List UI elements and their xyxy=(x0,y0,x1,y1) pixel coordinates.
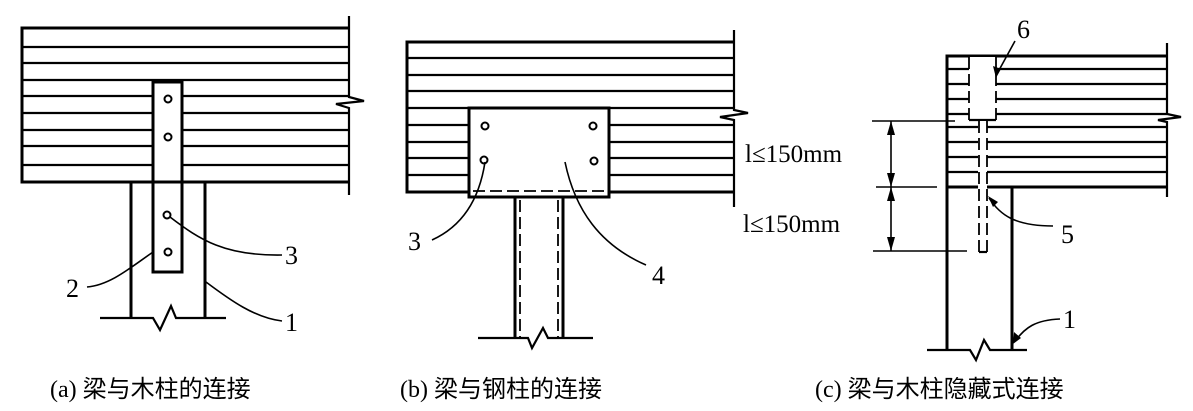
label-rod-c: 5 xyxy=(1061,220,1074,249)
arrowhead-icon xyxy=(887,121,895,135)
bolt-icon xyxy=(163,132,173,142)
panel-a: 3 2 1 (a) 梁与木柱的连接 xyxy=(20,16,365,403)
break-line-a-beam xyxy=(335,16,365,195)
socket-c xyxy=(968,57,997,122)
arrowhead-icon xyxy=(887,173,895,187)
bolt-icon xyxy=(162,210,172,220)
panel-c: l≤150mm l≤150mm 6 5 1 (c) 梁与木柱隐藏式连接 xyxy=(743,15,1182,403)
steel-plate-a xyxy=(151,80,184,274)
label-column-a: 1 xyxy=(285,308,298,337)
dowel-rod-c xyxy=(978,121,988,254)
bolt-icon xyxy=(480,121,490,131)
bolt-icon xyxy=(163,247,173,257)
bolt-icon xyxy=(479,155,489,165)
leaders-b xyxy=(431,161,647,266)
column-a xyxy=(100,182,226,333)
arrowhead-icon xyxy=(1013,332,1021,344)
steel-cap-b xyxy=(467,106,611,199)
bolt-icon xyxy=(588,121,598,131)
label-steel-cap-b: 4 xyxy=(652,261,665,290)
arrowhead-icon xyxy=(993,66,1001,78)
label-column-c: 1 xyxy=(1063,305,1076,334)
dimension-label-beam: l≤150mm xyxy=(745,141,843,168)
break-line-c-beam xyxy=(1157,43,1182,197)
leaders-c xyxy=(988,40,1061,344)
label-plate-a: 2 xyxy=(66,274,79,303)
break-line-b-beam xyxy=(719,30,749,207)
beam-a xyxy=(20,16,365,195)
arrowhead-icon xyxy=(887,237,895,251)
arrowhead-icon xyxy=(887,187,895,201)
break-line-c-column xyxy=(927,337,1027,363)
label-socket-c: 6 xyxy=(1017,15,1030,44)
label-bolt-a: 3 xyxy=(285,241,298,270)
arrowhead-icon xyxy=(988,196,998,207)
dimension-label-column: l≤150mm xyxy=(743,211,841,238)
column-c xyxy=(927,187,1027,363)
leaders-a xyxy=(86,216,283,322)
panel-b: 3 4 (b) 梁与钢柱的连接 xyxy=(400,30,749,403)
steel-column-b xyxy=(478,197,593,351)
caption-a: (a) 梁与木柱的连接 xyxy=(50,376,251,403)
caption-b: (b) 梁与钢柱的连接 xyxy=(400,376,602,403)
dimension-lines-c xyxy=(872,120,967,252)
bolt-icon xyxy=(589,156,599,166)
bolt-icon xyxy=(163,94,173,104)
label-bolt-b: 3 xyxy=(408,227,421,256)
break-line-a-column xyxy=(100,303,226,333)
beam-b xyxy=(405,30,749,207)
break-line-b-column xyxy=(478,325,593,351)
caption-c: (c) 梁与木柱隐藏式连接 xyxy=(815,376,1064,403)
